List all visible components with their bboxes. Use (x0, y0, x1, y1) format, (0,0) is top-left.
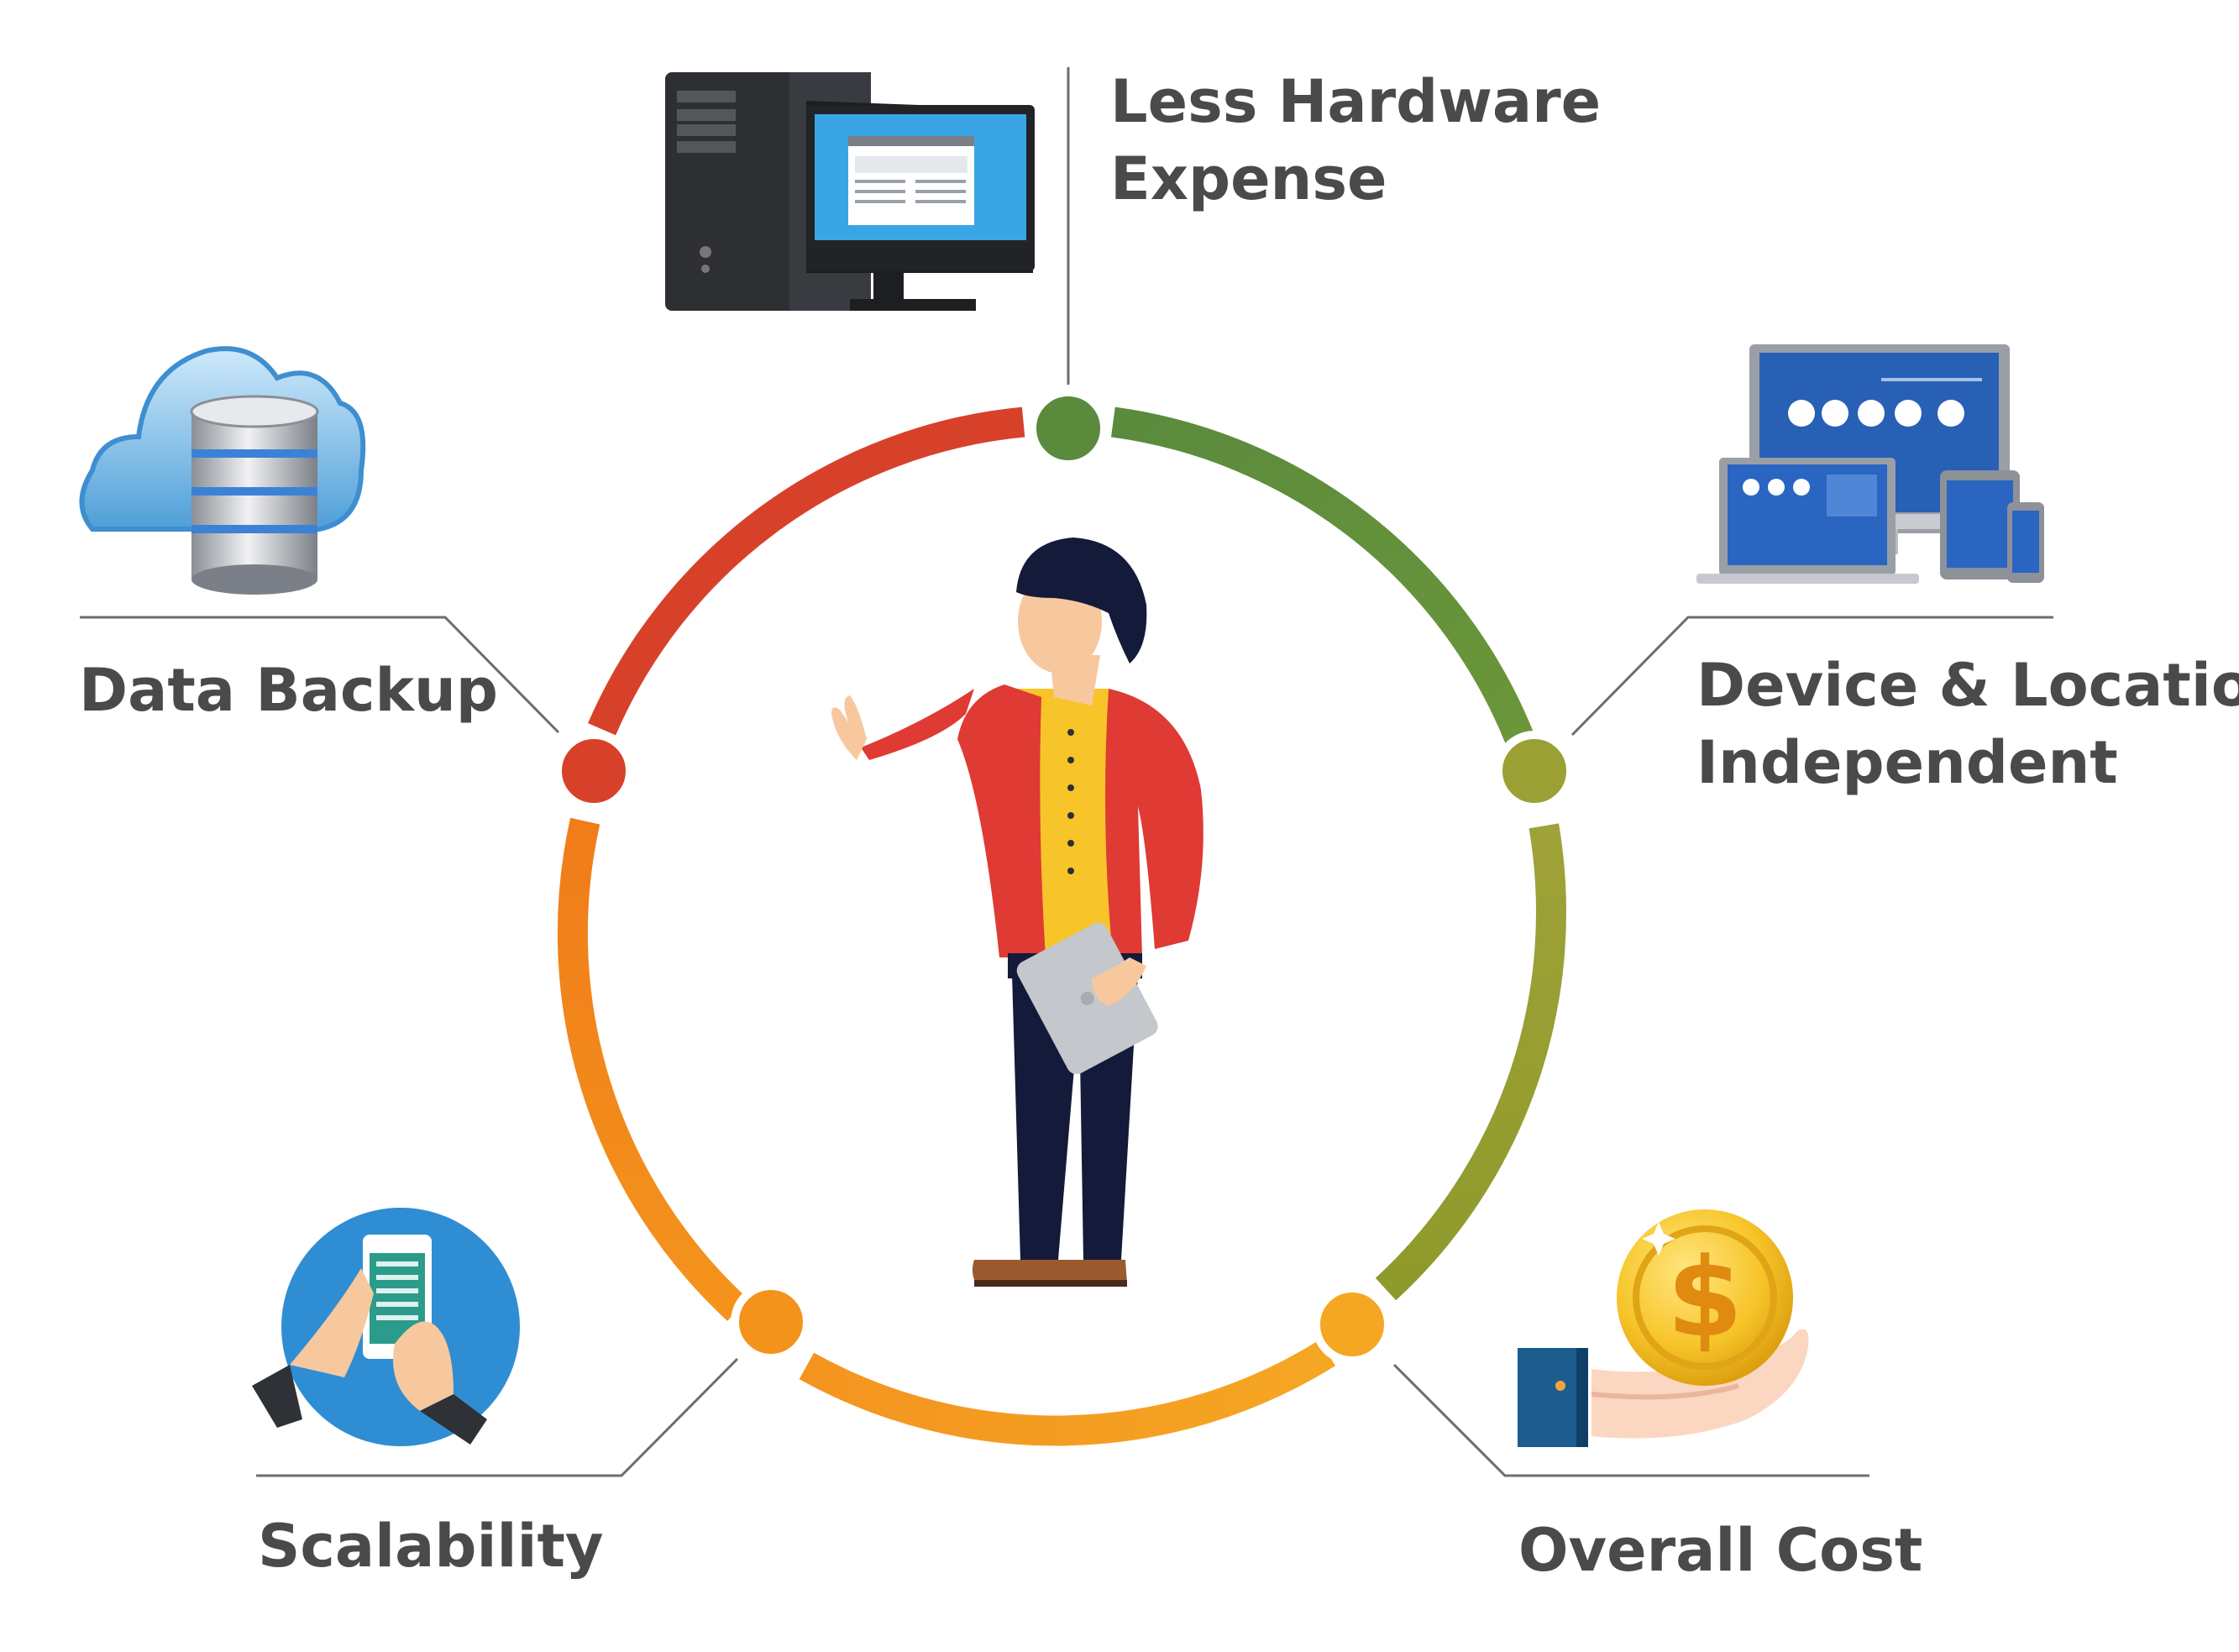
label-line: Expense (1110, 144, 1387, 213)
label-line: Data Backup (79, 656, 498, 725)
connector-scalability (256, 1357, 739, 1477)
label-overall-cost: Overall Cost (1518, 1512, 1922, 1589)
ring-segment-red (588, 406, 1025, 736)
label-line: Independent (1696, 728, 2118, 797)
node-data-backup (553, 731, 634, 811)
desktop-computer-icon (665, 72, 1035, 311)
connector-data-backup (80, 616, 560, 734)
businessman-with-tablet-icon (831, 538, 1203, 1287)
label-less-hardware-expense: Less Hardware Expense (1110, 63, 1601, 218)
node-less-hardware (1028, 388, 1109, 469)
label-line: Device & Location (1696, 651, 2239, 720)
label-line: Less Hardware (1110, 67, 1602, 136)
label-scalability: Scalability (258, 1508, 604, 1585)
ring-segment-green (1110, 406, 1534, 743)
svg-text:$: $ (1667, 1234, 1743, 1361)
node-scalability (731, 1282, 811, 1362)
label-line: Scalability (258, 1512, 604, 1581)
connector-lines (80, 67, 2053, 1477)
node-device-location (1494, 731, 1575, 811)
ring-segment-olive (1375, 823, 1566, 1301)
benefit-ring (557, 406, 1566, 1446)
coin-in-hand-icon: $ (1518, 1209, 1809, 1447)
multi-device-icon (1696, 344, 2044, 584)
ring-segment-amber (799, 1340, 1336, 1446)
cloud-database-icon (79, 346, 366, 595)
ring-segment-orange (557, 817, 748, 1321)
ring-nodes (553, 388, 1575, 1365)
smartphone-in-hands-icon (252, 1208, 520, 1446)
connector-overall-cost (1392, 1363, 1869, 1477)
label-data-backup: Data Backup (79, 652, 498, 729)
label-line: Overall Cost (1518, 1516, 1923, 1585)
label-device-location-independent: Device & Location Independent (1696, 647, 2239, 801)
connector-device-location (1570, 616, 2053, 737)
node-overall-cost (1312, 1284, 1392, 1365)
